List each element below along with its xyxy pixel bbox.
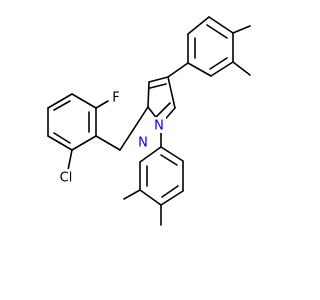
- atom-label-background: [109, 89, 123, 106]
- bond: [209, 57, 228, 70]
- bond: [232, 61, 251, 76]
- chlorine-atom-label: Cl: [60, 171, 73, 186]
- bond: [160, 154, 178, 166]
- fluorine-atom-label: F: [112, 91, 119, 106]
- nitrogen-atom-label-1: N: [138, 136, 148, 151]
- nitrogen-atom-label-2: N: [154, 119, 164, 134]
- atom-label-background: [152, 117, 166, 133]
- bond: [187, 16, 210, 35]
- bond: [71, 135, 97, 151]
- bond: [71, 93, 97, 109]
- bond: [160, 190, 184, 206]
- atom-label-background: [55, 169, 77, 186]
- bond: [160, 146, 184, 162]
- bond: [53, 132, 71, 144]
- bond: [95, 100, 109, 109]
- bond: [210, 61, 234, 77]
- molecule-structure-diagram: F Cl N N: [47, 16, 251, 226]
- bond: [47, 135, 73, 151]
- bond: [139, 189, 162, 206]
- bond: [206, 24, 228, 39]
- bond: [167, 76, 176, 109]
- bond: [123, 189, 141, 200]
- bond: [187, 62, 212, 77]
- bond: [53, 100, 71, 111]
- bond: [167, 62, 189, 78]
- bonds: [47, 16, 251, 226]
- bond: [67, 149, 73, 171]
- atom-labels: F Cl N N: [55, 89, 166, 186]
- bond: [139, 146, 162, 163]
- bond: [47, 93, 73, 109]
- bond: [95, 135, 121, 151]
- bond: [148, 76, 169, 83]
- bond: [208, 16, 234, 34]
- bond: [154, 102, 171, 119]
- bond: [149, 83, 167, 89]
- bond: [119, 106, 149, 151]
- bond: [147, 81, 150, 108]
- bond: [161, 185, 179, 198]
- atom-label-background: [136, 134, 150, 150]
- bond: [232, 25, 251, 34]
